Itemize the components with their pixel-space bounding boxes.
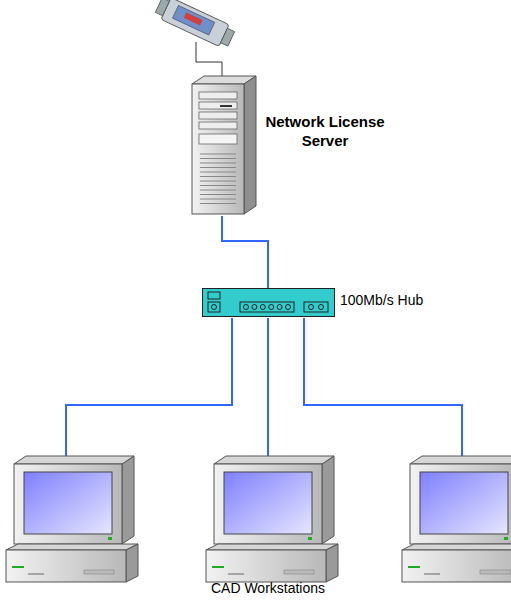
server-node: Network License Server	[190, 74, 391, 216]
hub-node: 100Mb/s Hub	[202, 288, 442, 318]
server-label: Network License Server	[262, 112, 388, 150]
hub-device	[202, 288, 336, 318]
hub-label: 100Mb/s Hub	[340, 292, 423, 308]
network-cable	[222, 216, 268, 288]
server-tower	[190, 74, 260, 216]
group-caption: CAD Workstations	[211, 580, 325, 596]
